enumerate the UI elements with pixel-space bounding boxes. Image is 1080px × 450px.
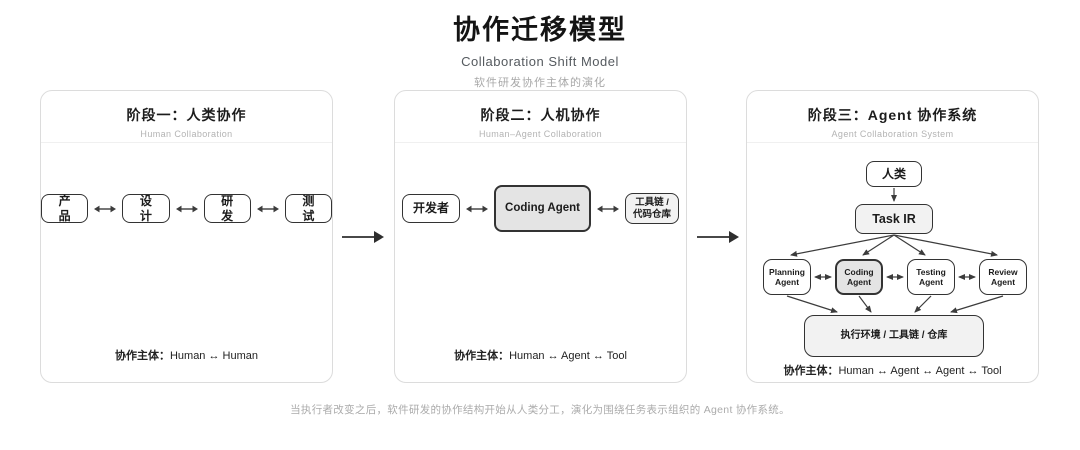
panel-1-subtitle: Human Collaboration bbox=[140, 129, 233, 139]
panel-2-node-chain: 开发者 Coding Agent 工具链 / 代码仓库 bbox=[395, 185, 686, 232]
node-execution-environment: 执行环境 / 工具链 / 仓库 bbox=[804, 315, 984, 357]
panel-2-subtitle: Human–Agent Collaboration bbox=[478, 129, 603, 139]
panel-1-header: 阶段一：人类协作 Human Collaboration bbox=[41, 91, 332, 143]
panel-1-title: 阶段一：人类协作 bbox=[126, 107, 247, 123]
node-developer: 开发者 bbox=[402, 194, 461, 223]
stage-transition-arrow-icon bbox=[342, 231, 384, 243]
collab-subject-label: 协作主体： bbox=[114, 350, 170, 362]
node-human: 人类 bbox=[866, 161, 922, 187]
panel-2-title: 阶段二：人机协作 bbox=[480, 107, 601, 123]
node-planning-agent: Planning Agent bbox=[763, 259, 811, 295]
stage-transition-arrow-icon bbox=[697, 231, 739, 243]
node-toolchain-repo: 工具链 / 代码仓库 bbox=[624, 193, 679, 224]
panel-1-node-chain: 产品 设计 研发 测试 bbox=[41, 194, 332, 223]
node-coding-agent: Coding Agent bbox=[494, 185, 591, 232]
double-arrow-icon bbox=[466, 205, 489, 212]
page-description: 软件研发协作主体的演化 bbox=[474, 77, 606, 89]
node-product: 产品 bbox=[41, 194, 89, 223]
double-arrow-icon bbox=[94, 205, 117, 212]
node-testing-agent: Testing Agent bbox=[907, 259, 955, 295]
double-arrow-icon bbox=[175, 205, 198, 212]
connector-arrows-layer bbox=[786, 188, 1004, 314]
node-rnd: 研发 bbox=[203, 194, 251, 223]
panel-3-header: 阶段三：Agent 协作系统 Agent Collaboration Syste… bbox=[747, 91, 1038, 143]
node-design: 设计 bbox=[122, 194, 170, 223]
collab-subject-value: Human ↔ Human bbox=[169, 350, 259, 362]
node-testing: 测试 bbox=[284, 194, 332, 223]
collab-subject-value: Human ↔ Agent ↔ Agent ↔ Tool bbox=[838, 365, 1002, 377]
panel-stage-3-agent-collaboration-system: 阶段三：Agent 协作系统 Agent Collaboration Syste… bbox=[746, 90, 1039, 383]
footer-note: 当执行者改变之后，软件研发的协作结构开始从人类分工，演化为围绕任务表示组织的 A… bbox=[290, 404, 790, 416]
node-task-ir: Task IR bbox=[855, 204, 933, 234]
panel-1-footer: 协作主体：Human ↔ Human bbox=[41, 347, 332, 363]
panel-stage-2-human-agent-collaboration: 阶段二：人机协作 Human–Agent Collaboration 开发者 C… bbox=[394, 90, 687, 383]
page-title: 协作迁移模型 bbox=[453, 15, 627, 45]
panel-3-title: 阶段三：Agent 协作系统 bbox=[807, 107, 978, 123]
panel-stage-1-human-collaboration: 阶段一：人类协作 Human Collaboration 产品 设计 研发 测试… bbox=[40, 90, 333, 383]
node-coding-agent: Coding Agent bbox=[835, 259, 883, 295]
collab-subject-label: 协作主体： bbox=[454, 350, 510, 362]
double-arrow-icon bbox=[256, 205, 279, 212]
panel-2-header: 阶段二：人机协作 Human–Agent Collaboration bbox=[395, 91, 686, 143]
panel-3-subtitle: Agent Collaboration System bbox=[831, 129, 954, 139]
node-review-agent: Review Agent bbox=[979, 259, 1027, 295]
collab-subject-value: Human ↔ Agent ↔ Tool bbox=[509, 350, 627, 362]
double-arrow-icon bbox=[596, 205, 619, 212]
page-header: 协作迁移模型 Collaboration Shift Model 软件研发协作主… bbox=[0, 8, 1080, 90]
panel-2-footer: 协作主体：Human ↔ Agent ↔ Tool bbox=[395, 347, 686, 363]
panel-3-footer: 协作主体：Human ↔ Agent ↔ Agent ↔ Tool bbox=[747, 362, 1038, 378]
page-subtitle: Collaboration Shift Model bbox=[461, 54, 619, 69]
collab-subject-label: 协作主体： bbox=[783, 365, 839, 377]
